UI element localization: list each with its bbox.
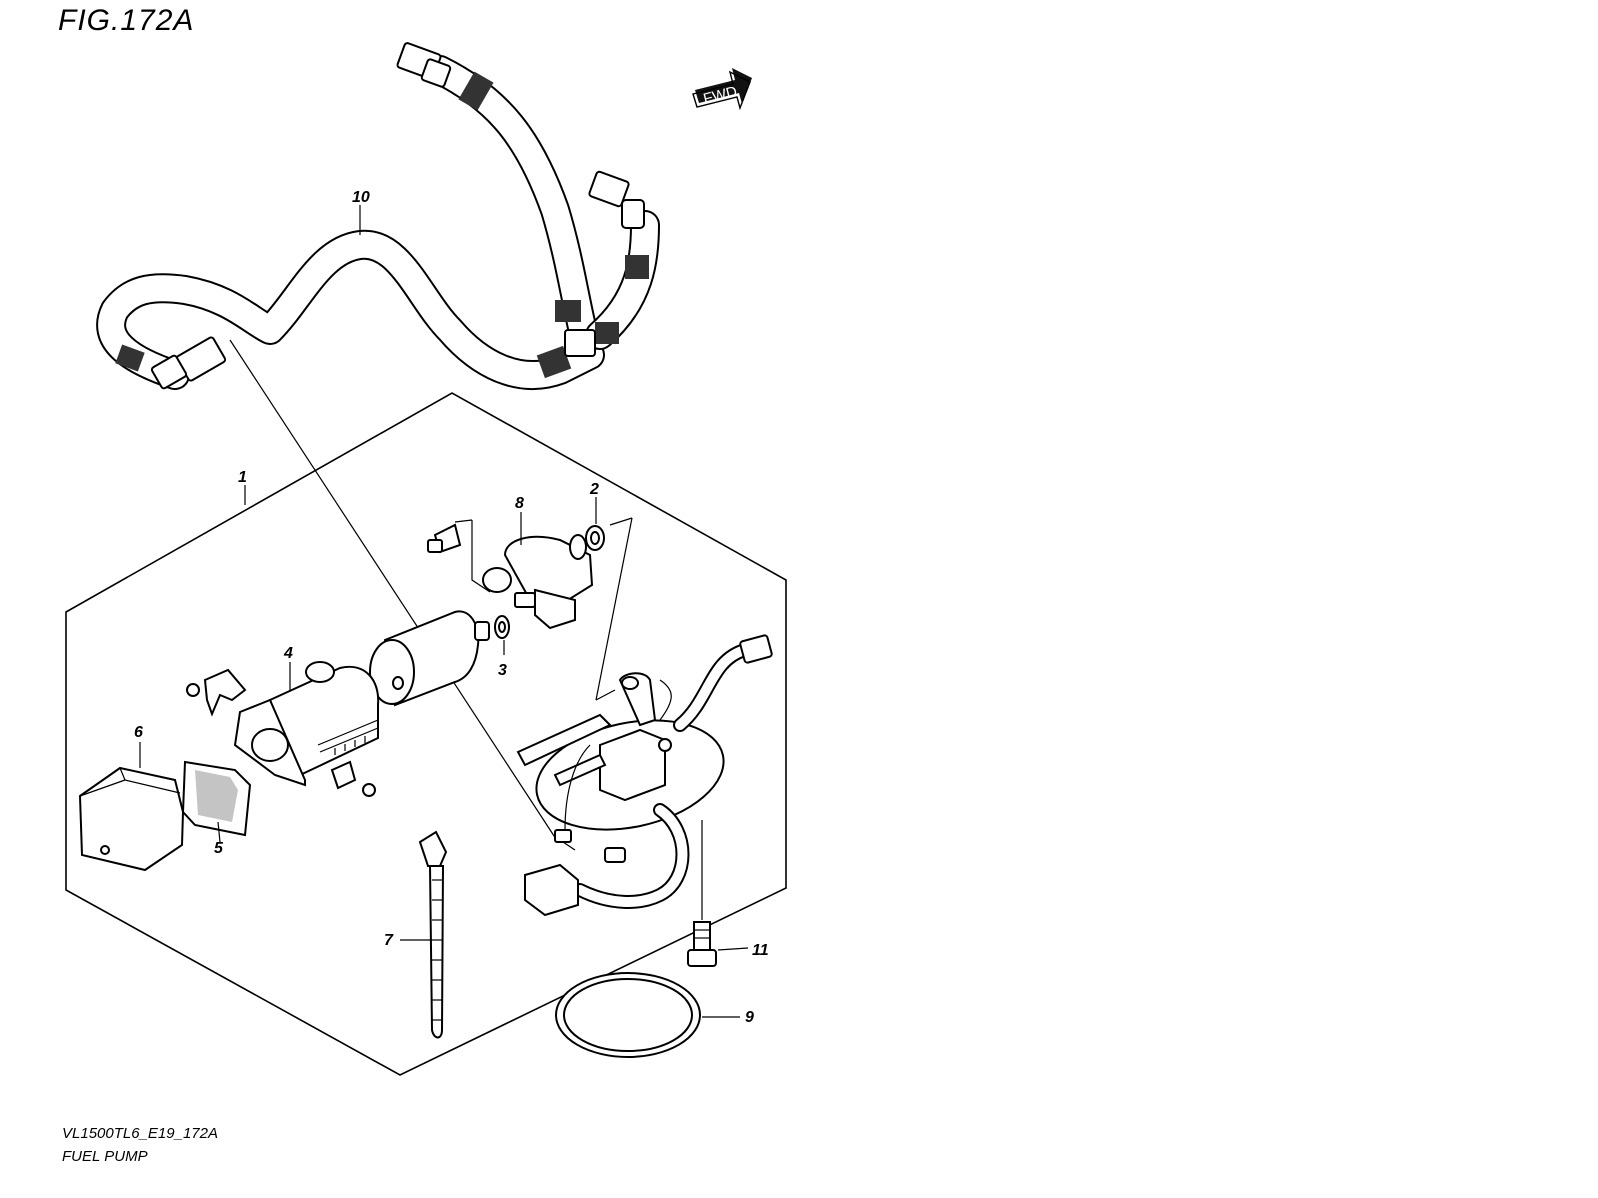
cover-6 xyxy=(78,766,185,872)
fuel-hose-assembly xyxy=(96,42,660,390)
figure-name: FUEL PUMP xyxy=(62,1148,148,1165)
cable-tie-7 xyxy=(418,830,448,1039)
fuel-pump-motor xyxy=(369,610,490,707)
bolt-11 xyxy=(687,921,717,967)
callout-4: 4 xyxy=(283,645,293,662)
figure-title: FIG.172A xyxy=(58,4,195,37)
callout-5: 5 xyxy=(214,840,224,857)
callout-3: 3 xyxy=(498,662,507,679)
callout-1: 1 xyxy=(238,469,247,486)
callout-8: 8 xyxy=(515,495,524,512)
fwd-arrow-icon: FWD xyxy=(692,68,752,111)
pressure-regulator xyxy=(427,519,594,630)
gasket-5 xyxy=(181,760,252,837)
fuel-filter-housing xyxy=(233,661,380,787)
model-code: VL1500TL6_E19_172A xyxy=(62,1125,218,1142)
callout-7: 7 xyxy=(384,932,394,949)
callout-11: 11 xyxy=(752,942,769,959)
callout-10: 10 xyxy=(352,189,370,206)
callout-2: 2 xyxy=(589,481,599,498)
fwd-label: FWD xyxy=(702,83,739,108)
bracket-upper xyxy=(186,668,247,717)
bracket-lower xyxy=(330,760,376,797)
callout-9: 9 xyxy=(745,1009,754,1026)
seal-ring-9 xyxy=(555,972,701,1058)
pump-flange-plate xyxy=(516,634,773,917)
pump-assembly-boundary xyxy=(65,392,787,1076)
callout-6: 6 xyxy=(134,724,143,741)
